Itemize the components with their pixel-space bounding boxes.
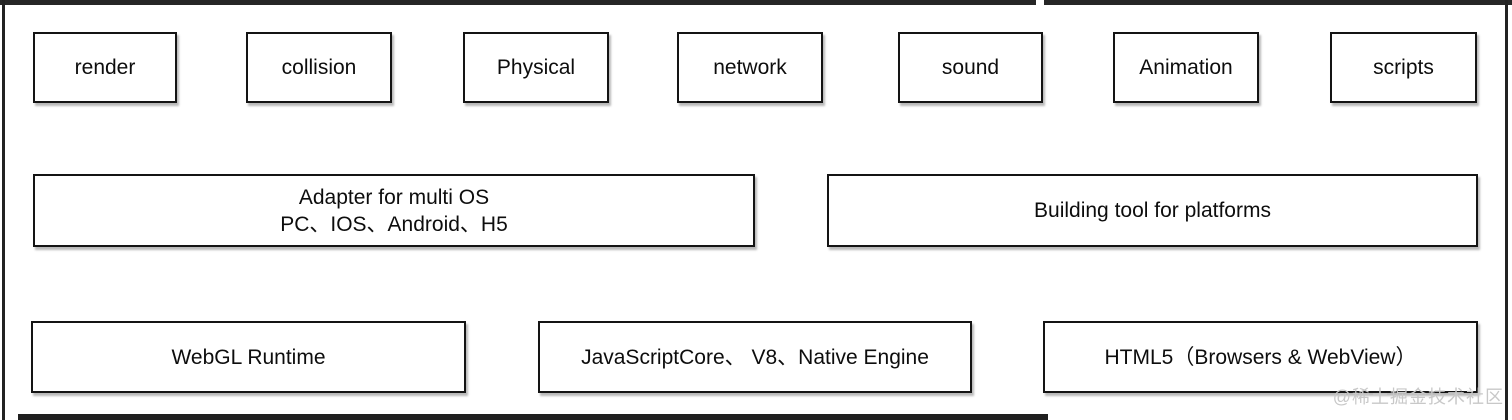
module-label: render [74, 56, 136, 79]
module-box-physical: Physical [463, 32, 609, 103]
platform-box-building-tool: Building tool for platforms [827, 174, 1478, 247]
cropped-bottom-bar [18, 414, 1048, 420]
module-label: collision [281, 56, 357, 79]
runtime-label: JavaScriptCore、 V8、Native Engine [581, 345, 929, 369]
runtime-label: WebGL Runtime [171, 345, 326, 369]
module-label: Animation [1139, 56, 1233, 79]
module-label: scripts [1373, 56, 1434, 79]
module-box-sound: sound [898, 32, 1043, 103]
module-box-scripts: scripts [1330, 32, 1477, 103]
module-box-collision: collision [246, 32, 392, 103]
frame-top-border-left-segment [0, 0, 1036, 5]
building-tool-label: Building tool for platforms [1034, 199, 1271, 222]
module-label: Physical [496, 56, 576, 79]
module-label: sound [941, 56, 1000, 79]
runtime-box-html5: HTML5（Browsers & WebView） [1043, 321, 1478, 393]
frame-top-border-right-segment [1044, 0, 1512, 5]
adapter-line-2: PC、IOS、Android、H5 [280, 212, 508, 236]
module-box-animation: Animation [1113, 32, 1259, 103]
runtime-label: HTML5（Browsers & WebView） [1104, 345, 1417, 369]
runtime-box-webgl: WebGL Runtime [31, 321, 466, 393]
adapter-text: Adapter for multi OS PC、IOS、Android、H5 [280, 184, 508, 238]
frame-left-border [2, 0, 5, 420]
module-box-render: render [33, 32, 177, 103]
module-label: network [713, 56, 787, 79]
platform-box-adapter: Adapter for multi OS PC、IOS、Android、H5 [33, 174, 755, 247]
runtime-box-jsengines: JavaScriptCore、 V8、Native Engine [538, 321, 972, 393]
adapter-line-1: Adapter for multi OS [298, 185, 490, 209]
frame-right-border [1505, 0, 1508, 420]
watermark: @稀土掘金技术社区 [1332, 387, 1504, 407]
module-box-network: network [677, 32, 823, 103]
